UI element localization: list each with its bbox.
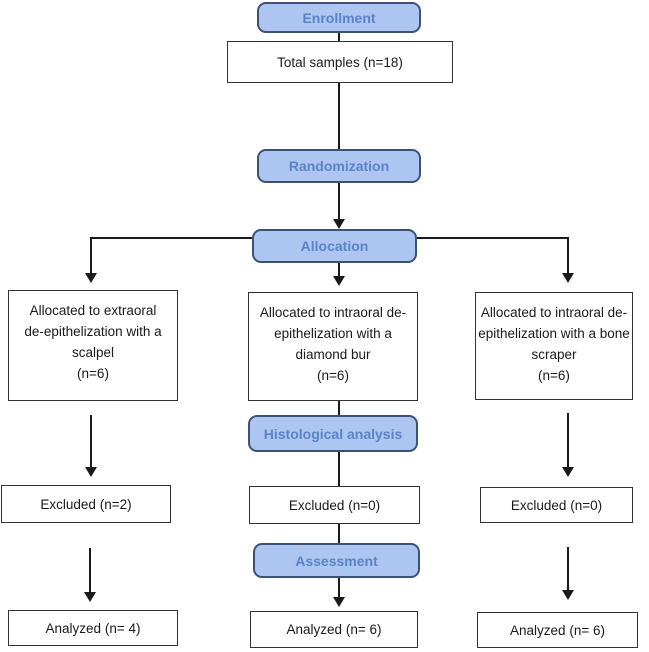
box-allocated-scalpel: Allocated to extraoral de-epithelization…: [8, 290, 178, 401]
box-excluded-diamond-bur: Excluded (n=0): [249, 486, 420, 524]
arrowhead-into-right-excluded: [562, 467, 574, 477]
connector-histology-excluded: [338, 452, 340, 487]
stage-histological-analysis: Histological analysis: [248, 415, 418, 452]
arrowhead-into-allocation: [333, 219, 345, 229]
box-excluded-scalpel: Excluded (n=2): [1, 485, 171, 523]
box-analyzed-bone-scraper: Analyzed (n= 6): [477, 612, 638, 648]
box-allocated-bone-scraper: Allocated to intraoral de- epithelizatio…: [475, 292, 633, 400]
arrowhead-into-left-analyzed: [84, 592, 96, 602]
connector-enrollment-total: [338, 33, 340, 42]
arrowhead-into-middle-allocated: [333, 276, 345, 286]
stage-allocation: Allocation: [252, 229, 417, 263]
connector-left-excluded-analyzed: [89, 548, 91, 593]
box-excluded-bone-scraper: Excluded (n=0): [480, 487, 633, 523]
box-analyzed-diamond-bur: Analyzed (n= 6): [250, 611, 418, 648]
arrowhead-into-right-allocated: [562, 273, 574, 283]
connector-left-allocated-excluded: [90, 415, 92, 468]
stage-randomization: Randomization: [257, 149, 421, 183]
connector-middle-histology: [338, 401, 340, 416]
arrowhead-into-left-excluded: [85, 467, 97, 477]
connector-right-excluded-analyzed: [567, 547, 569, 591]
stage-assessment: Assessment: [253, 543, 420, 578]
connector-excluded-assessment: [338, 524, 340, 544]
connector-allocation-middle: [338, 263, 340, 277]
connector-assessment-analyzed: [338, 578, 340, 598]
connector-branch-left: [90, 237, 92, 274]
box-total-samples: Total samples (n=18): [227, 41, 453, 83]
arrowhead-into-left-allocated: [85, 273, 97, 283]
connector-right-allocated-excluded: [567, 413, 569, 468]
connector-randomization-allocation: [338, 183, 340, 220]
connector-branch-right: [567, 237, 569, 274]
box-allocated-diamond-bur: Allocated to intraoral de- epithelizatio…: [248, 292, 418, 401]
connector-total-randomization: [338, 83, 340, 149]
arrowhead-into-right-analyzed: [562, 590, 574, 600]
stage-enrollment: Enrollment: [257, 2, 421, 33]
box-analyzed-scalpel: Analyzed (n= 4): [8, 610, 178, 646]
arrowhead-into-middle-analyzed: [333, 597, 345, 607]
